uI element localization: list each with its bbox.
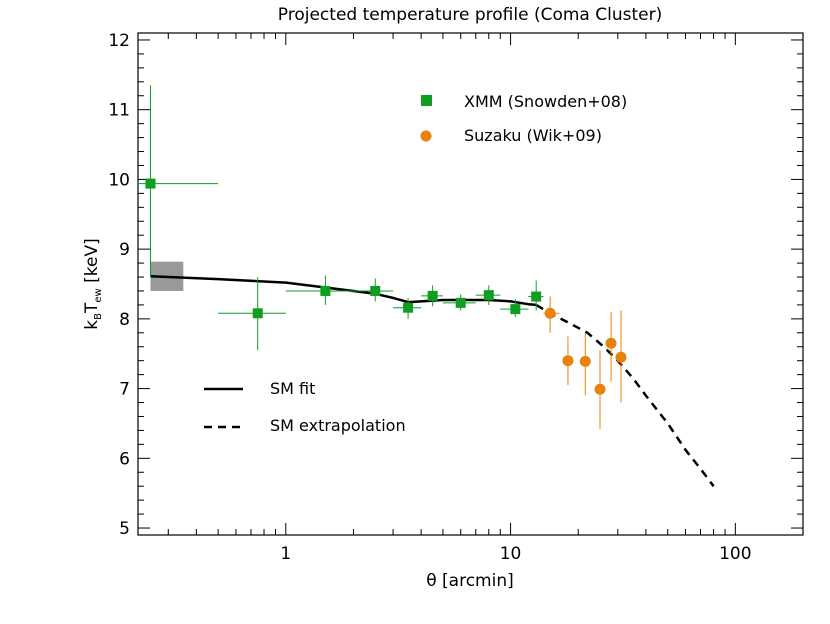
suzaku-data-point (579, 355, 591, 367)
suzaku-data-point (605, 337, 617, 349)
x-tick-label: 100 (719, 544, 751, 564)
y-axis-label: kBTew [keV] (82, 238, 104, 329)
x-tick-label: 10 (500, 544, 522, 564)
y-tick-label: 10 (108, 170, 130, 190)
plot-frame (137, 32, 804, 536)
xmm-data-point (510, 304, 521, 315)
chart-title: Projected temperature profile (Coma Clus… (278, 5, 662, 25)
plot-border (137, 32, 804, 536)
y-tick-label: 7 (119, 380, 130, 400)
xmm-data-point (427, 290, 438, 301)
legend: XMM (Snowden+08) Suzaku (Wik+09) SM fit … (204, 92, 627, 435)
legend-suzaku-marker (420, 130, 432, 142)
legend-suzaku-label: Suzaku (Wik+09) (464, 126, 602, 145)
y-tick-label: 8 (119, 310, 130, 330)
axis-tick-labels: 5 6 7 8 9 10 11 12 1 10 100 (108, 31, 751, 564)
y-tick-label: 9 (119, 240, 130, 260)
xmm-data-point (531, 291, 542, 302)
x-tick-label: 1 (280, 544, 291, 564)
suzaku-data-point (562, 355, 574, 367)
sm-fit-line (150, 275, 537, 307)
suzaku-data-point (594, 383, 606, 395)
y-tick-label: 11 (108, 101, 130, 121)
suzaku-data-point (544, 307, 556, 319)
xmm-data-point (403, 302, 414, 313)
legend-xmm-label: XMM (Snowden+08) (464, 92, 627, 111)
xmm-data-point (252, 308, 263, 319)
legend-xmm-marker (421, 95, 432, 106)
y-tick-label: 6 (119, 449, 130, 469)
xmm-data-point (455, 297, 466, 308)
xmm-data-point (145, 178, 156, 189)
xmm-data-point (483, 290, 494, 301)
axis-ticks (138, 33, 804, 535)
x-axis-label: θ [arcmin] (426, 571, 514, 591)
xmm-data-point (320, 285, 331, 296)
legend-fit-label: SM fit (270, 379, 315, 398)
legend-extrapolation-label: SM extrapolation (270, 416, 406, 435)
suzaku-data-point (615, 351, 627, 363)
y-tick-label: 5 (119, 519, 130, 539)
markers-layer (145, 178, 627, 395)
sm-extrapolation-line (535, 303, 715, 487)
y-tick-label: 12 (108, 31, 130, 51)
model-lines-layer (150, 275, 715, 487)
xmm-data-point (370, 285, 381, 296)
